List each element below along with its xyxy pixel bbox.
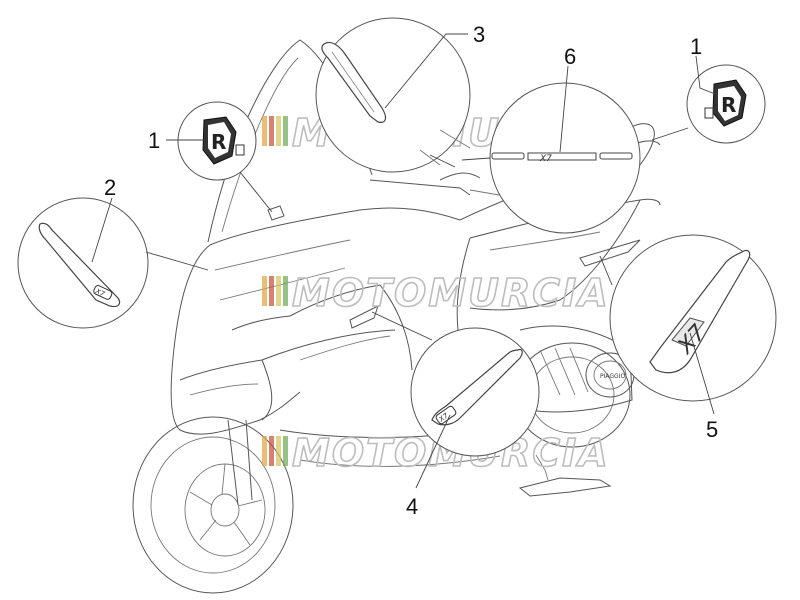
- callout-1-left: 1: [148, 128, 160, 153]
- engine-badge-text: PIAGGIO: [600, 373, 625, 380]
- detail-lower-decal: X7: [410, 327, 540, 457]
- detail-side-decal: X7: [609, 234, 777, 402]
- detail-front-badge: R: [177, 101, 257, 181]
- callout-2: 2: [104, 175, 116, 200]
- strip-decal-text: X7: [539, 154, 552, 164]
- watermark-text: MOTOMURCIA: [292, 271, 610, 315]
- detail-windscreen-decal: [315, 17, 471, 173]
- watermark-middle: MOTOMURCIA: [262, 270, 610, 316]
- engine-badge: PIAGGIO: [600, 373, 625, 380]
- callout-3: 3: [473, 22, 485, 47]
- detail-strip-decal: X7: [489, 82, 641, 234]
- callout-5: 5: [706, 417, 718, 442]
- callout-1-right: 1: [690, 34, 702, 59]
- badge-letters: R: [211, 130, 226, 154]
- detail-fairing-decal: X7: [17, 197, 149, 329]
- badge-letters-right: R: [721, 93, 736, 117]
- detail-rear-badge: R: [686, 64, 766, 144]
- small-decal-text: X7: [93, 287, 106, 299]
- callout-numbers: 3 6 1 1 2 4 5: [104, 22, 718, 519]
- leader-lines: [91, 33, 716, 489]
- callout-4: 4: [406, 494, 418, 519]
- callout-6: 6: [564, 44, 576, 69]
